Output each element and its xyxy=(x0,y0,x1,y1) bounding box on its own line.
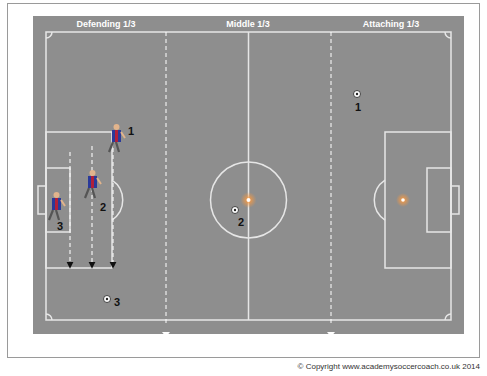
callout-number: 1 xyxy=(128,126,134,137)
player-head xyxy=(114,124,120,130)
player-figure xyxy=(85,170,101,198)
third-heading: Attaching 1/3 xyxy=(363,20,420,29)
player-head xyxy=(90,170,96,176)
player-arm xyxy=(97,178,101,184)
ball xyxy=(354,91,361,98)
player-figure xyxy=(49,192,65,220)
centre-spot xyxy=(241,192,257,208)
callout-number: 2 xyxy=(238,217,244,228)
run-arrow xyxy=(70,146,113,268)
player-shirt xyxy=(52,198,61,210)
callout-number: 1 xyxy=(355,102,361,113)
frame xyxy=(8,4,480,358)
player-legs xyxy=(49,210,59,220)
player-stripe xyxy=(115,130,118,142)
pitch-lines xyxy=(38,32,459,320)
player-legs xyxy=(85,188,95,198)
third-heading: Middle 1/3 xyxy=(226,20,270,29)
player-stripe xyxy=(91,176,94,188)
player-arm xyxy=(61,200,65,206)
player-stripe xyxy=(55,198,58,210)
copyright-note: © Copyright www.academysoccercoach.co.uk… xyxy=(298,363,480,371)
player-shirt xyxy=(88,176,97,188)
penalty-spot xyxy=(396,193,410,207)
callout-number: 3 xyxy=(114,297,120,308)
player-head xyxy=(54,192,60,198)
callout-number: 2 xyxy=(100,202,106,213)
player-figure xyxy=(109,124,125,152)
divider-marker xyxy=(162,332,335,337)
third-heading: Defending 1/3 xyxy=(76,20,135,29)
player-shirt xyxy=(112,130,121,142)
ball xyxy=(232,207,239,214)
centre-spot xyxy=(247,198,251,202)
player-arm xyxy=(121,132,125,138)
penalty-spot xyxy=(401,198,405,202)
callout-number: 3 xyxy=(57,221,63,232)
player-legs xyxy=(109,142,119,152)
pitch-ground xyxy=(33,16,464,334)
ball xyxy=(104,296,111,303)
third-divider xyxy=(166,32,331,326)
